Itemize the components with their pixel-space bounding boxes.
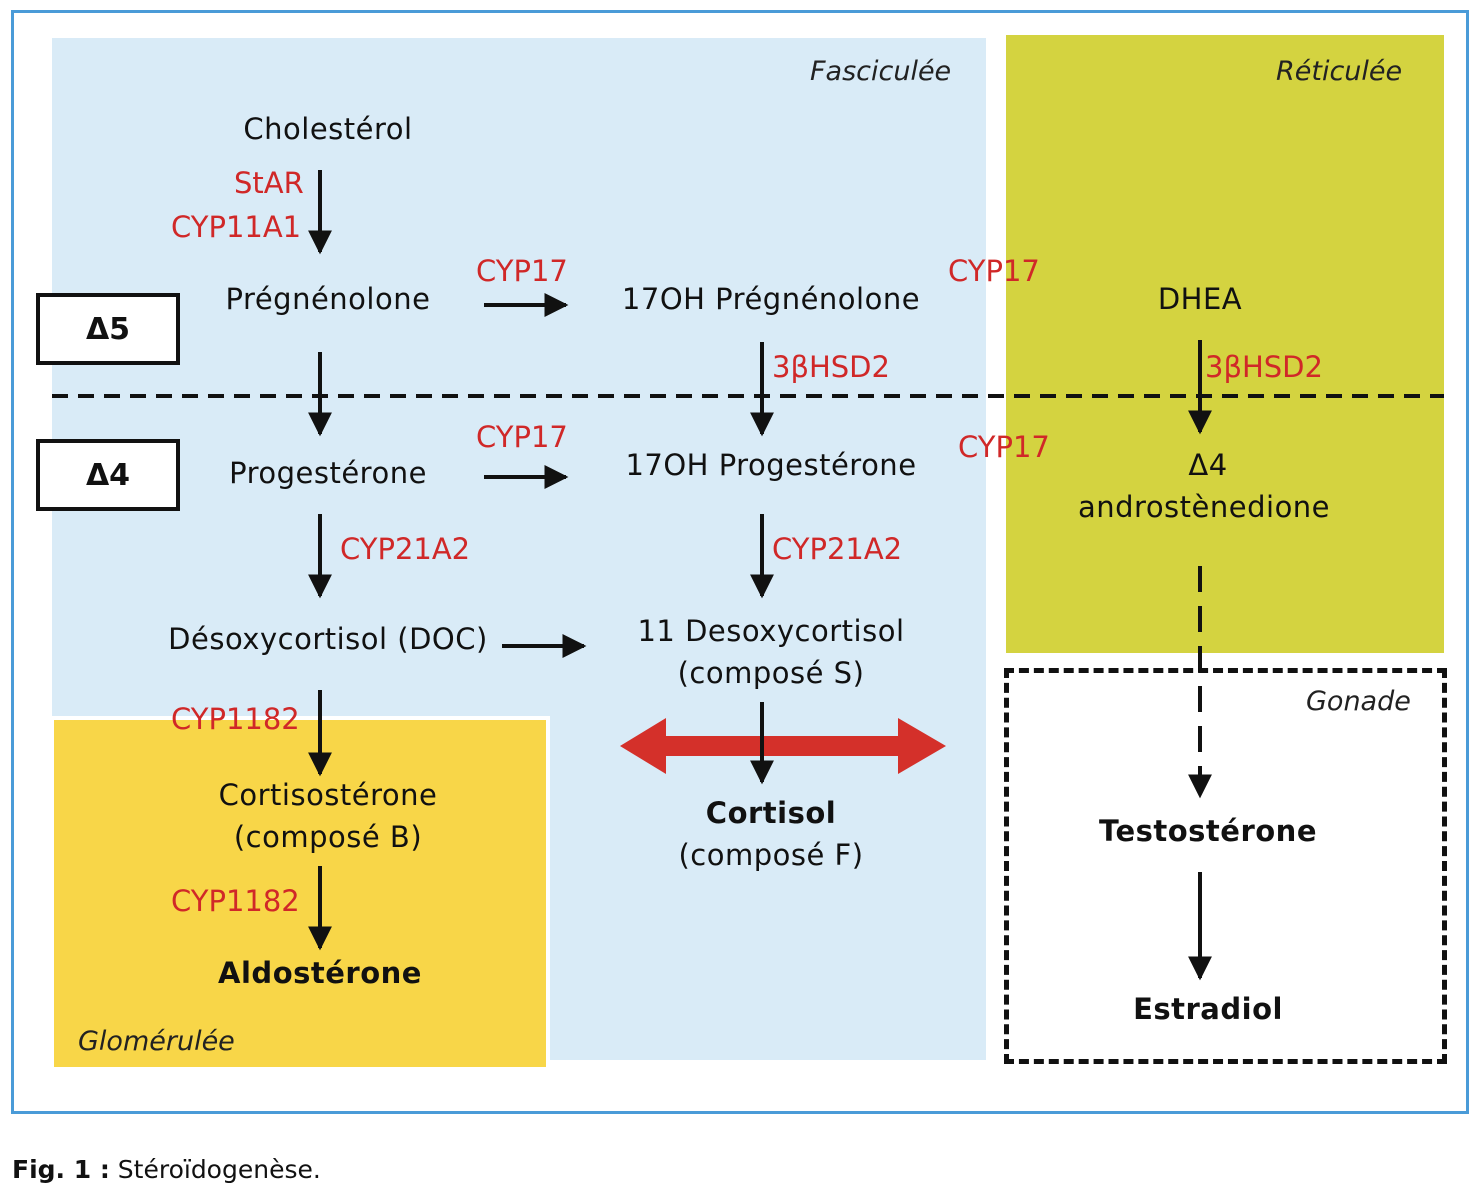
compound-cortisol: Cortisol [705, 796, 837, 830]
zone-glomerulee [50, 716, 550, 1071]
zone-label-fasciculee: Fasciculée [810, 56, 952, 87]
enzyme-cyp11a1: CYP11A1 [171, 210, 302, 244]
delta4-label: Δ4 [85, 457, 131, 493]
compound-androstenedione-delta: Δ4 [1188, 448, 1228, 482]
enzyme-cyp17-androstenedione: CYP17 [958, 430, 1050, 464]
enzyme-cyp21a2-progesterone: CYP21A2 [340, 532, 471, 566]
enzyme-cyp17-progesterone: CYP17 [476, 420, 568, 454]
delta4-box: Δ4 [36, 439, 180, 511]
compound-17oh-pregnenolone: 17OH Prégnénolone [621, 282, 921, 316]
double-arrow-red [620, 718, 946, 774]
delta5-label: Δ5 [85, 311, 131, 347]
zone-label-gonade: Gonade [1306, 686, 1411, 717]
compound-cortisol-f: (composé F) [678, 838, 864, 872]
figure-caption: Fig. 1 : Stéroïdogenèse. [12, 1155, 321, 1184]
zone-gonade [1004, 668, 1447, 1064]
compound-11-desoxycortisol-s: (composé S) [677, 656, 865, 690]
caption-text: Stéroïdogenèse. [109, 1155, 321, 1184]
enzyme-cyp17-pregnenolone: CYP17 [476, 254, 568, 288]
compound-dhea: DHEA [1157, 282, 1243, 316]
enzyme-cyp1182-doc: CYP1182 [171, 702, 300, 736]
zone-reticulee [1006, 35, 1444, 653]
compound-cholesterol: Cholestérol [243, 112, 413, 146]
compound-androstenedione: androstènedione [1077, 490, 1331, 524]
caption-label: Fig. 1 : [12, 1155, 110, 1184]
enzyme-star: StAR [234, 166, 304, 200]
compound-aldosterone: Aldostérone [218, 956, 422, 990]
compound-pregnenolone: Prégnénolone [225, 282, 431, 316]
compound-doc: Désoxycortisol (DOC) [168, 622, 488, 656]
compound-testosterone: Testostérone [1099, 814, 1317, 848]
compound-17oh-progesterone: 17OH Progestérone [625, 448, 917, 482]
enzyme-cyp1182-corticosterone: CYP1182 [171, 884, 300, 918]
compound-progesterone: Progestérone [229, 456, 427, 490]
zone-label-reticulee: Réticulée [1276, 56, 1403, 87]
compound-estradiol: Estradiol [1133, 992, 1283, 1026]
enzyme-3bhsd2-dhea: 3βHSD2 [1205, 350, 1323, 384]
compound-corticosterone: Cortisostérone [218, 778, 438, 812]
enzyme-3bhsd2-17oh: 3βHSD2 [772, 350, 890, 384]
diagram-frame [11, 10, 1469, 1114]
compound-corticosterone-b: (composé B) [233, 820, 423, 854]
enzyme-cyp21a2-17oh: CYP21A2 [772, 532, 903, 566]
delta5-box: Δ5 [36, 293, 180, 365]
compound-11-desoxycortisol: 11 Desoxycortisol [637, 614, 905, 648]
enzyme-cyp17-dhea: CYP17 [948, 254, 1040, 288]
zone-label-glomerulee: Glomérulée [78, 1026, 235, 1057]
